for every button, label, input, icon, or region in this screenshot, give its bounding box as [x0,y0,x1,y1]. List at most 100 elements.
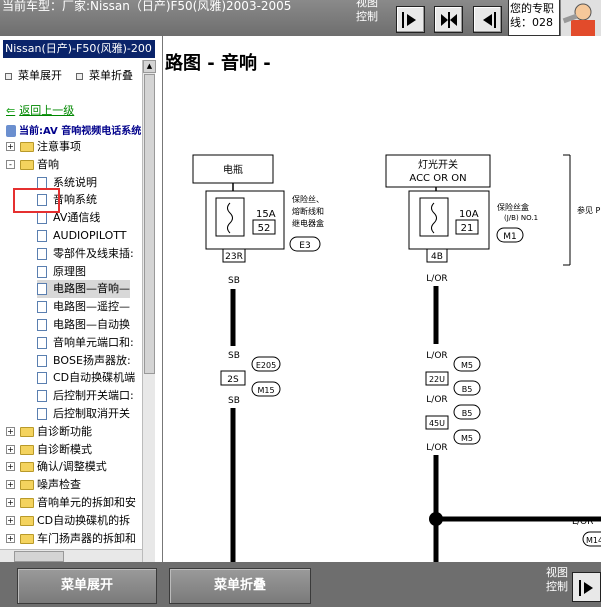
view-control-label: 视图 控制 [356,0,378,23]
back-link[interactable]: ⇐返回上一级 [6,104,75,117]
wire2-label-m5b: M5 [461,434,473,443]
expert-hotline: 您的专职 线：028 [508,0,560,36]
hscroll-thumb[interactable] [14,551,64,562]
diagram-title: 路图 - 音响 - [165,52,271,74]
tree-item-label: 自诊断模式 [37,442,92,456]
sidebar: Nissan(日产)-F50(风雅)-200 菜单展开 菜单折叠 ⇐返回上一级 … [0,36,163,562]
tree-item-label: 后控制开关端口: [53,389,134,403]
expand-toggle-icon[interactable]: + [6,480,15,490]
tree-doc-item[interactable]: 音响单元端口和: [37,334,134,352]
tree-item-label: 注意事项 [37,140,81,153]
tree-folder-item[interactable]: + 音响单元的拆卸和安 [6,494,136,512]
wire2-connector-mid2: 45U [429,419,445,428]
tree-doc-item[interactable]: BOSE扬声器放: [37,352,131,370]
tree-item-label: BOSE扬声器放: [53,353,131,367]
tree-doc-item[interactable]: 电路图—音响— [37,280,130,299]
tree-folder-item[interactable]: +CD自动换碟机的拆 [6,512,130,530]
back-arrow-icon: ⇐ [6,104,16,117]
expand-icon [5,72,12,80]
document-icon [37,283,47,296]
tree-item-label: 音响单元的拆卸和安 [37,496,136,509]
sidebar-vertical-scrollbar[interactable]: ▲ [142,60,156,562]
folder-icon [20,444,34,455]
highlight-box [13,188,60,213]
branch-color: L/OR [572,517,593,527]
play-left-icon [483,12,496,28]
tree-doc-item[interactable]: 原理图 [37,263,86,281]
tree-doc-item[interactable]: 后控制开关端口: [37,387,134,405]
nav-back-button[interactable] [473,6,502,33]
wire2-color-top: L/OR [426,274,447,284]
bottom-bar: 菜单展开 菜单折叠 视图 控制 [0,562,601,607]
document-icon [37,247,47,260]
tree-item-label: 音响 [37,157,59,171]
sidebar-collapse-button[interactable]: 菜单折叠 [76,67,133,83]
scroll-thumb[interactable] [144,74,155,374]
wire2-color-mid: L/OR [426,351,447,361]
tree-folder-item[interactable]: + 车门扬声器的拆卸和 [6,530,136,548]
sidebar-expand-button[interactable]: 菜单展开 [5,67,62,83]
current-location: 当前:AV 音响视频电话系统 [6,122,141,137]
tree-doc-item[interactable]: 音响系统 [37,191,97,209]
tree-folder-item[interactable]: +噪声检查 [6,476,81,494]
expand-toggle-icon[interactable]: + [6,142,15,151]
tree-folder-item[interactable]: + 自诊断功能 [6,423,92,441]
expand-toggle-icon[interactable]: + [6,462,15,472]
play-right-icon [579,580,593,596]
document-icon [37,390,47,403]
document-icon [37,408,47,420]
tree-folder-item[interactable]: + 注意事项 [6,138,81,156]
footer-expand-button[interactable]: 菜单展开 [17,568,157,604]
tree-item-label: 电路图—遥控— [53,300,130,314]
tree-doc-item[interactable]: 零部件及线束插: [37,245,134,263]
wire1-label-m15: M15 [257,386,274,395]
footer-collapse-button[interactable]: 菜单折叠 [169,568,311,604]
scroll-up-icon[interactable]: ▲ [143,60,156,73]
nav-forward-button[interactable] [396,6,425,33]
expand-toggle-icon[interactable]: + [6,426,15,436]
tree-item-label: 音响系统 [53,193,97,207]
sidebar-horizontal-scrollbar[interactable] [0,549,142,562]
document-icon [37,230,47,242]
tree-item-label: 车门扬声器的拆卸和 [37,531,136,545]
wire2-connector-top: 4B [431,252,443,262]
tree-item-label: 音响单元端口和: [53,335,134,349]
document-icon [37,176,47,189]
document-icon [37,212,47,225]
tree-item-label: 后控制取消开关 [53,407,130,420]
tree-item-label: 电路图—音响— [53,282,130,296]
fuse2-connector: M1 [503,232,517,242]
tree-item-label: 自诊断功能 [37,424,92,438]
wire1-connector-top: 23R [225,252,243,262]
tree-doc-item[interactable]: 电路图—遥控— [37,298,130,316]
fuse2-desc-2: (J/B) NO.1 [504,214,538,222]
expand-toggle-icon[interactable]: + [6,444,15,454]
expand-toggle-icon[interactable]: + [6,533,15,543]
document-icon [37,336,47,349]
wire2-label-b5a: B5 [462,385,473,394]
expand-toggle-icon[interactable]: + [6,515,15,525]
wire2-color-bottom: L/OR [426,443,447,453]
tree-doc-item[interactable]: CD自动换碟机端 [37,369,135,387]
tree-doc-item[interactable]: 后控制取消开关 [37,405,130,423]
tree-folder-item[interactable]: +确认/调整模式 [6,458,107,476]
folder-icon [20,142,34,152]
expand-toggle-icon[interactable]: + [6,498,15,507]
tree-doc-item[interactable]: AUDIOPILOTT [37,227,126,245]
wiring-diagram: 路图 - 音响 - 电瓶 15A 52 保险丝、 熔断线和 继电器盒 E3 23… [165,52,601,562]
collapse-icon [76,72,83,80]
tree-item-label: 原理图 [53,264,86,278]
footer-nav-button[interactable] [572,572,601,602]
tree-folder-item[interactable]: - 音响 [6,156,59,174]
battery-box [192,154,274,184]
nav-split-button[interactable] [434,6,463,33]
fuse2-amp: 10A [459,209,479,220]
tree-doc-item[interactable]: 电路图—自动换 [37,316,130,334]
collapse-toggle-icon[interactable]: - [6,159,15,169]
tree-folder-item[interactable]: + 自诊断模式 [6,441,92,459]
light-switch-label-1: 灯光开关 [418,158,458,171]
branch-connector: M14 [586,536,601,545]
fuse1-desc-1: 保险丝、 [292,194,324,204]
document-icon [37,354,47,367]
document-icon [37,301,47,314]
